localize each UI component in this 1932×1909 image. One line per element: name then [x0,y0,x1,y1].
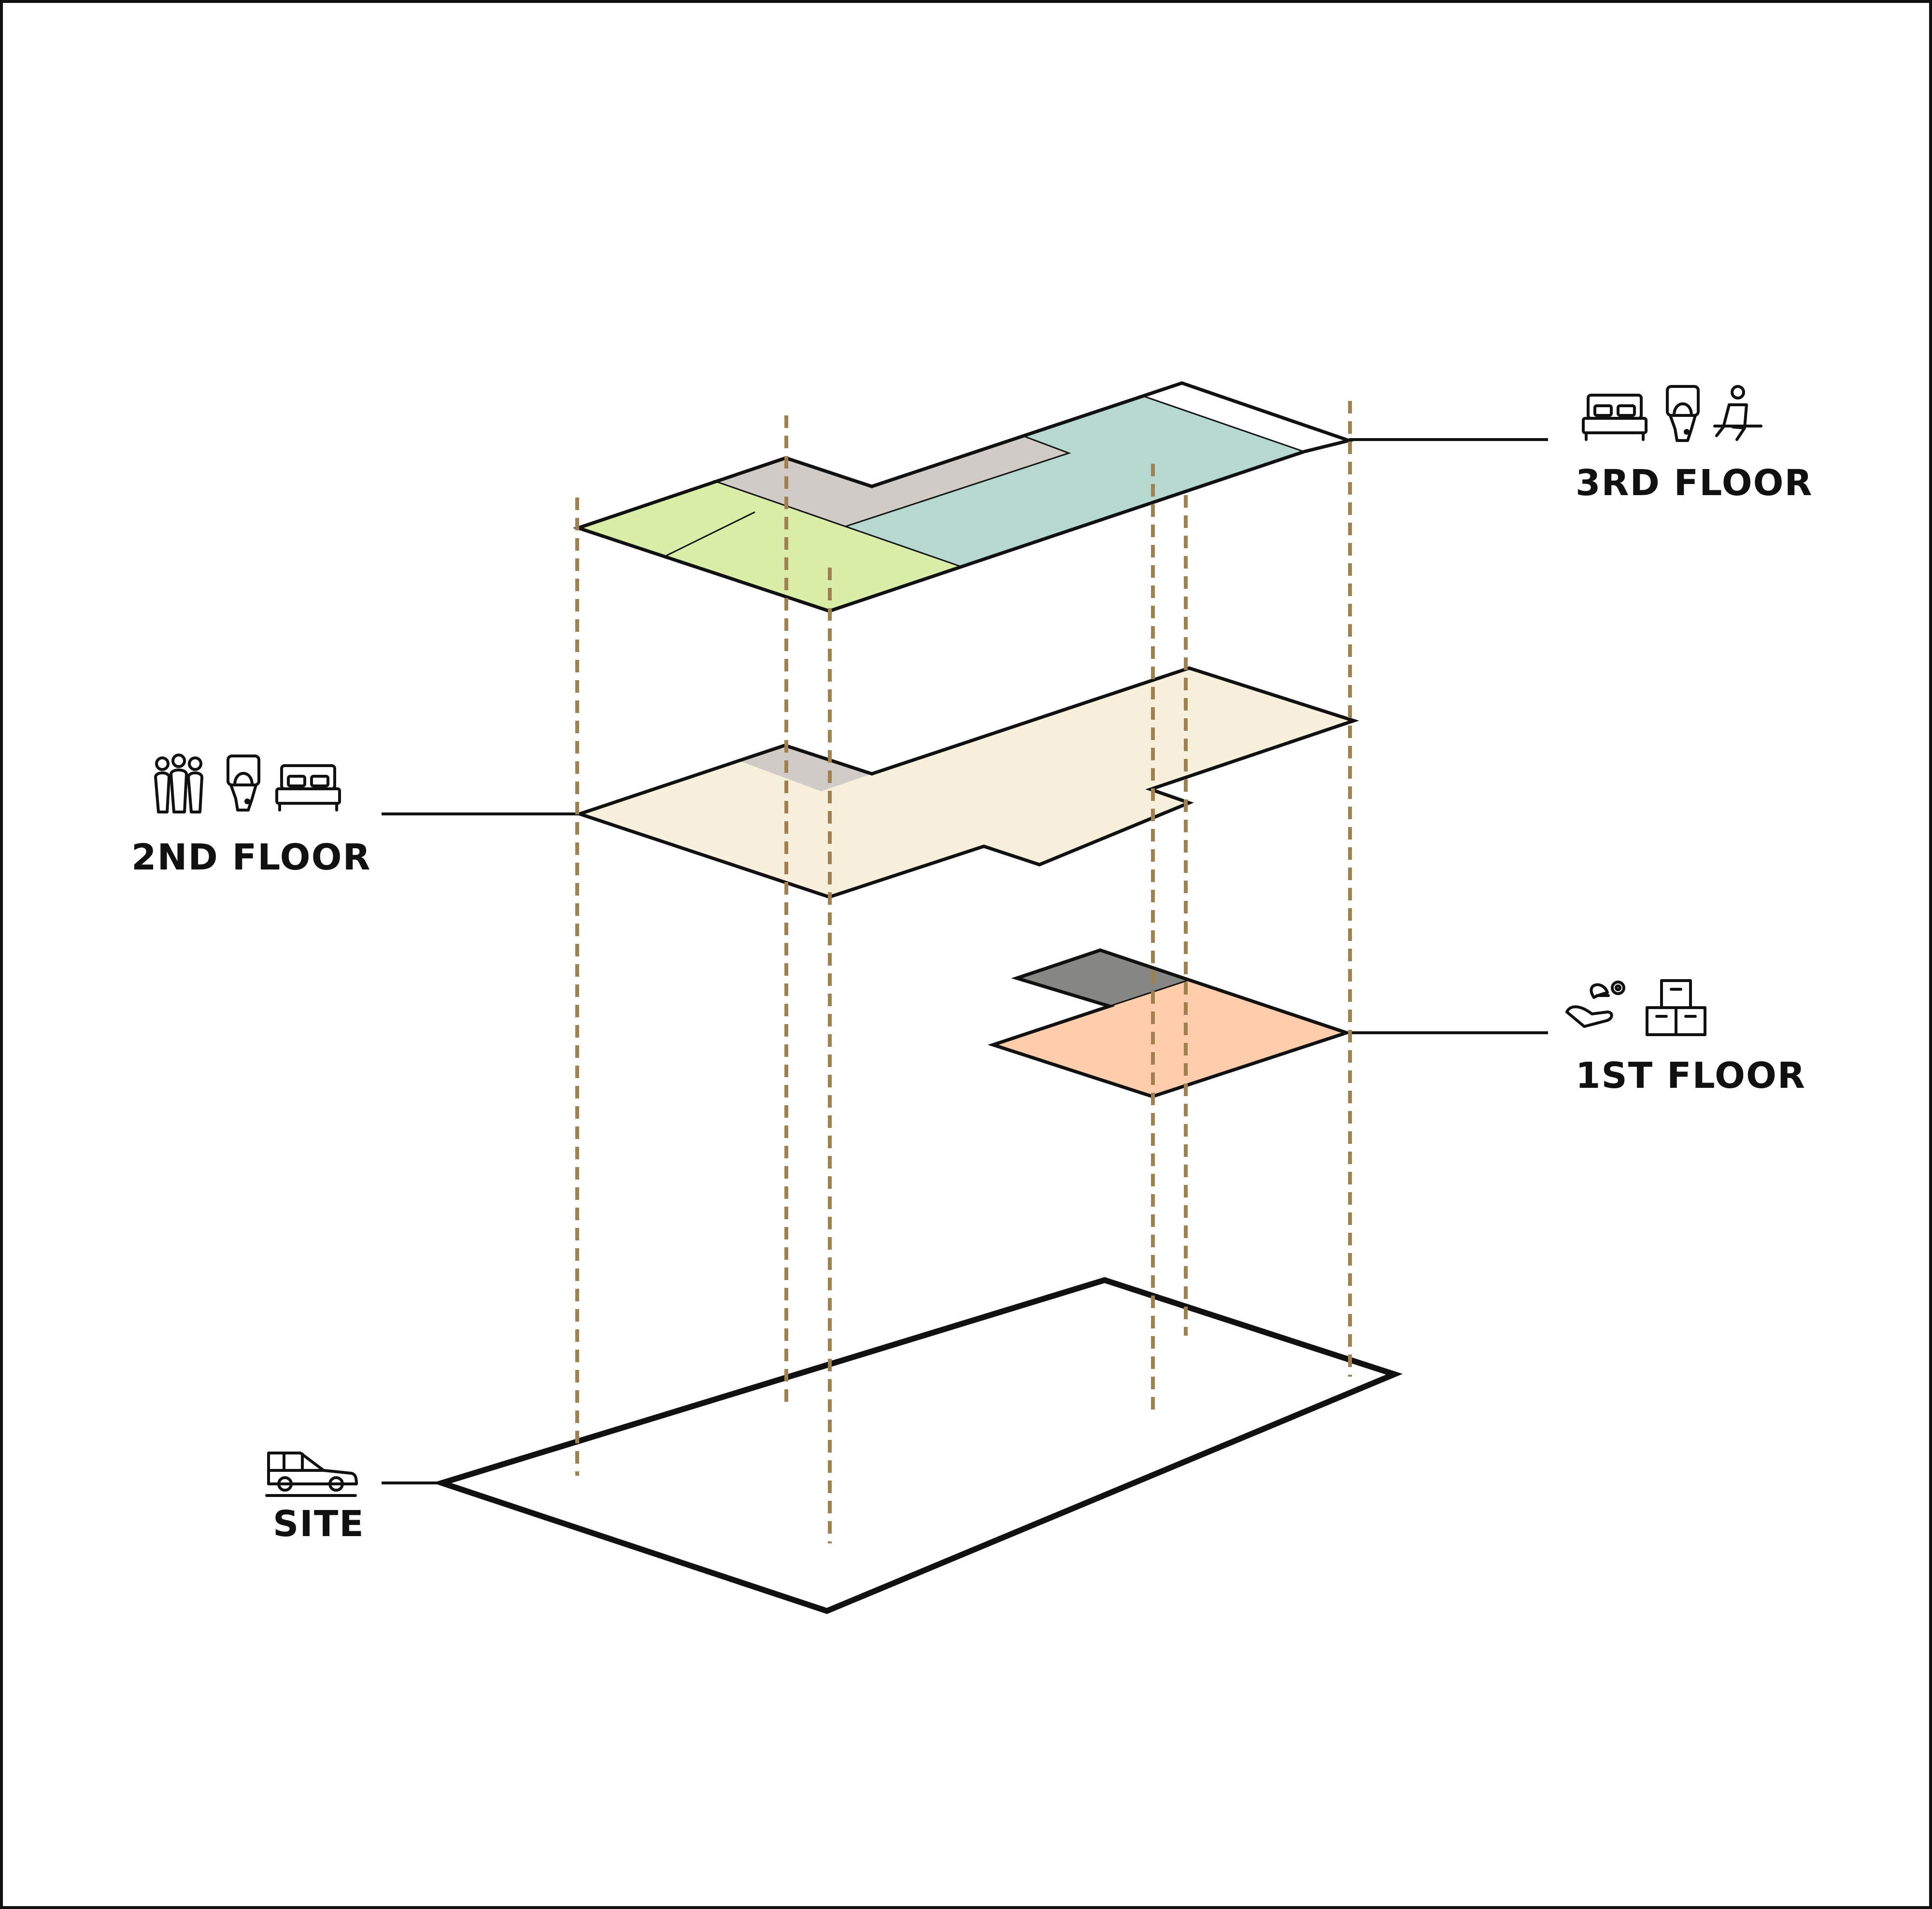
second-floor-cream-zone [580,668,1354,897]
bed-icon [275,764,341,812]
third-floor-label: 3RD FLOOR [1576,462,1813,504]
stacked-boxes-icon [1646,979,1706,1036]
third-floor-dividers [666,395,1305,568]
third-floor-teal-zone [845,396,1304,567]
vertical-alignment-guides [575,401,1352,1543]
hand-leaf-gear-icon [1565,981,1625,1028]
third-floor-white-zone [1143,383,1349,452]
third-floor-plate [572,381,1548,613]
second-floor-plate [382,666,1360,899]
people-group-icon [154,754,203,813]
site-outline [432,1277,1403,1614]
second-floor-label: 2ND FLOOR [131,837,371,878]
third-floor-green-zone [578,481,961,611]
site-plate [382,1277,1403,1614]
second-floor-grey-zone [739,745,872,791]
bed-icon [1582,394,1648,441]
car-icon [265,1452,358,1497]
third-floor-outline [572,381,1355,613]
toilet-icon [227,755,260,812]
second-floor-outline [574,666,1360,899]
first-floor-plate [987,948,1548,1098]
seated-person-icon [1713,385,1762,441]
first-floor-peach-zone [993,981,1347,1097]
first-floor-label: 1ST FLOOR [1576,1055,1806,1097]
first-floor-divider [1109,980,1188,1007]
toilet-icon [1666,385,1700,442]
site-label: SITE [273,1503,365,1545]
